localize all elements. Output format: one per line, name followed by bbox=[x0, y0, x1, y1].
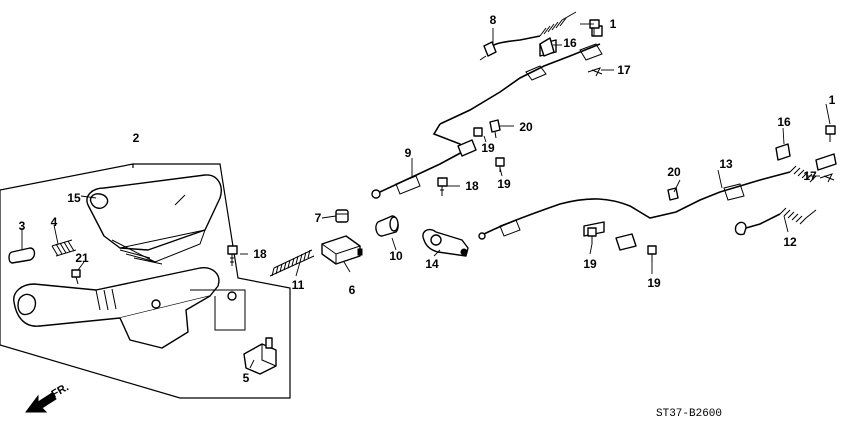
diagram-code: ST37-B2600 bbox=[656, 408, 722, 420]
callout-3: 3 bbox=[19, 219, 26, 233]
front-arrow-icon bbox=[25, 392, 57, 413]
bolt-19-lower-b-part bbox=[647, 245, 657, 262]
callout-6: 6 bbox=[349, 283, 356, 297]
bolt-20-upper-part bbox=[489, 119, 501, 139]
leader-lines bbox=[21, 23, 831, 369]
callout-18-right: 18 bbox=[465, 179, 479, 193]
bolt-18-right-part bbox=[437, 177, 448, 196]
callout-12: 12 bbox=[783, 235, 797, 249]
return-spring-part bbox=[269, 249, 315, 277]
callout-19-lower-b: 19 bbox=[647, 276, 661, 290]
bolt-21-part bbox=[71, 269, 81, 285]
cable-clip-16-right-part bbox=[775, 143, 791, 161]
callout-17-upper: 17 bbox=[617, 63, 631, 77]
bolt-19-lower-a-part bbox=[587, 227, 597, 244]
callout-1-upper: 1 bbox=[610, 17, 617, 31]
callout-21: 21 bbox=[75, 251, 89, 265]
callout-18-left: 18 bbox=[253, 247, 267, 261]
bolt-1-right-part bbox=[825, 125, 836, 142]
callout-19-upper-a: 19 bbox=[481, 141, 495, 155]
release-button-part bbox=[8, 247, 36, 264]
callout-15: 15 bbox=[67, 191, 81, 205]
front-label: FR. bbox=[50, 381, 71, 400]
cable-clip-17-right-part bbox=[819, 173, 835, 183]
callout-16-right: 16 bbox=[777, 115, 791, 129]
lever-cover-part bbox=[86, 174, 222, 265]
callout-20-right: 20 bbox=[667, 165, 681, 179]
parking-brake-lever-part bbox=[13, 267, 246, 349]
callout-16-upper: 16 bbox=[563, 36, 577, 50]
callout-17-right: 17 bbox=[803, 169, 817, 183]
button-spring-part bbox=[51, 239, 77, 257]
callout-4: 4 bbox=[51, 215, 58, 229]
rear-cable-12-part bbox=[734, 207, 817, 236]
callout-5: 5 bbox=[243, 371, 250, 385]
callout-7: 7 bbox=[315, 211, 322, 225]
switch-part bbox=[243, 337, 277, 375]
adjuster-nut-7-part bbox=[335, 209, 349, 223]
bolt-19-upper-b-part bbox=[495, 157, 505, 172]
lever-assembly-outline bbox=[0, 163, 291, 399]
callout-10: 10 bbox=[389, 249, 403, 263]
callout-19-lower-a: 19 bbox=[583, 257, 597, 271]
callout-11: 11 bbox=[292, 278, 305, 292]
cable-clip-17-upper-part bbox=[587, 67, 603, 77]
callout-8: 8 bbox=[490, 13, 497, 27]
front-direction-indicator: FR. bbox=[25, 381, 71, 413]
callout-14: 14 bbox=[425, 257, 439, 271]
bolt-20-right-part bbox=[667, 187, 679, 201]
cable-boot-10-part bbox=[375, 215, 399, 237]
bolt-18-left-part bbox=[227, 245, 238, 266]
cable-clip-16-upper-part bbox=[539, 37, 555, 57]
cable-clamp-14-part bbox=[422, 228, 469, 257]
callout-20-upper: 20 bbox=[519, 120, 533, 134]
callout-2: 2 bbox=[133, 131, 140, 145]
callout-labels: 1 1 2 3 4 5 6 7 8 9 10 11 12 13 14 15 16… bbox=[19, 13, 836, 385]
callout-13: 13 bbox=[719, 157, 733, 171]
callout-19-upper-b: 19 bbox=[497, 177, 511, 191]
equalizer-part bbox=[321, 235, 363, 265]
bolt-19-upper-a-part bbox=[473, 127, 483, 137]
callout-1-right: 1 bbox=[829, 93, 836, 107]
callout-9: 9 bbox=[405, 146, 412, 160]
